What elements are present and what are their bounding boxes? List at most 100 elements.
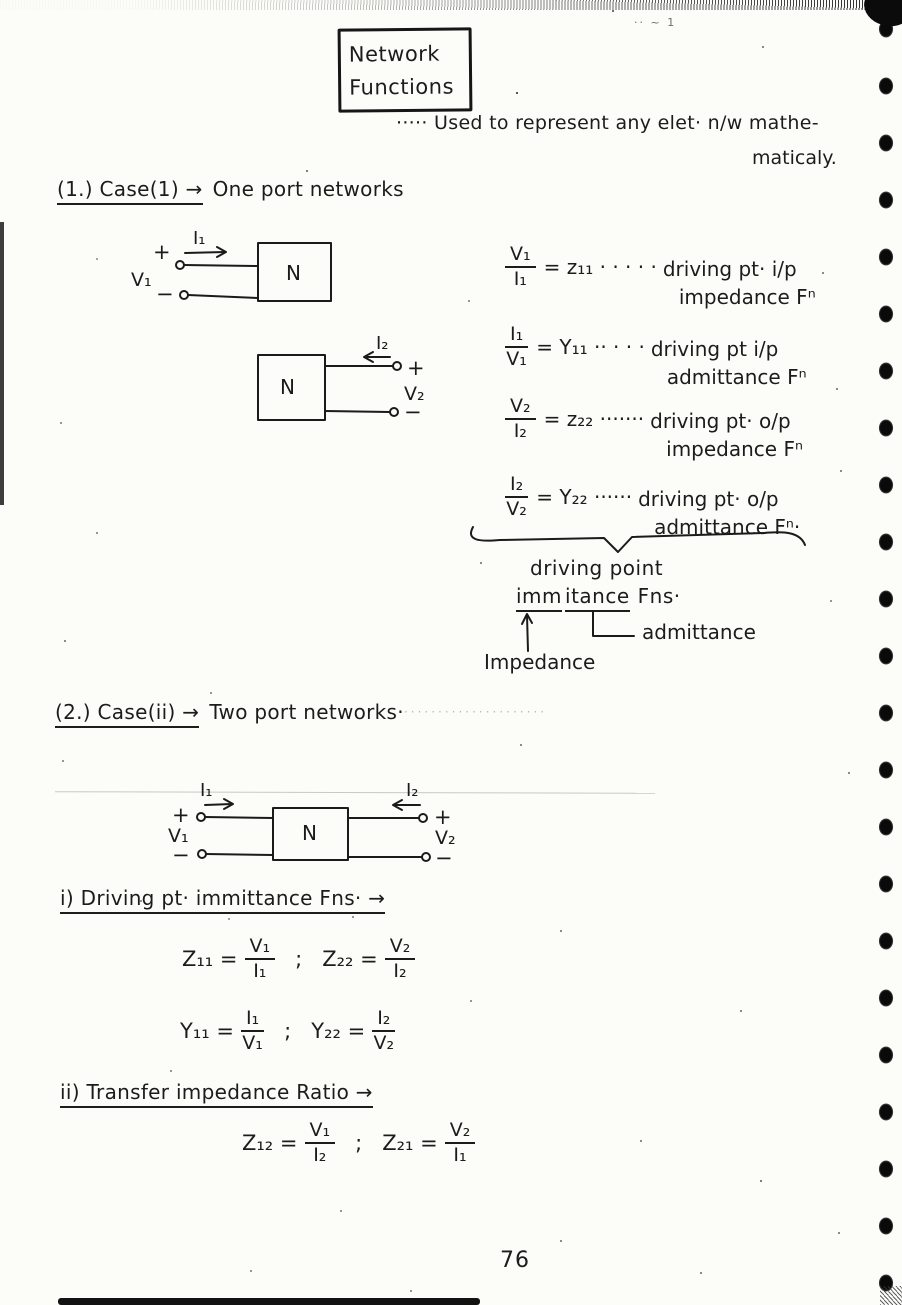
separator: ;: [284, 1019, 292, 1044]
network-box-label: N: [286, 261, 301, 285]
paper-speckles: [0, 0, 2, 2]
equation-rhs: = Y₂₂ ······: [536, 485, 633, 509]
section2-number: (2.) Case(ii) →: [55, 700, 200, 728]
y11-label: Y₁₁ =: [180, 1019, 234, 1044]
plus-sign: +: [407, 356, 425, 380]
equation-rhs: = Y₁₁ ·· · · ·: [536, 335, 645, 359]
terminal-left-top: [196, 812, 206, 822]
current-i2-label: I₂: [406, 780, 419, 801]
note-imm-part: imm: [516, 584, 563, 612]
network-box: [272, 807, 349, 861]
network-box-label: N: [280, 375, 295, 399]
scan-shadow-left-edge: [0, 222, 4, 505]
page-number: 76: [500, 1248, 530, 1273]
minus-sign: −: [156, 282, 174, 306]
current-arrow: [184, 251, 226, 254]
y22-label: Y₂₂ =: [311, 1019, 366, 1044]
network-box: [257, 354, 326, 421]
subheading-immittance: i) Driving pt· immittance Fns· →: [60, 886, 386, 914]
elbow-connector: [592, 611, 635, 637]
plus-sign: +: [153, 240, 171, 264]
voltage-v2-label: V₂: [404, 383, 425, 405]
two-port-diagram: I₁ + V₁ − N I₂ + V₂ −: [168, 780, 456, 870]
title-line-2: Functions: [349, 74, 455, 100]
plus-sign-right: +: [434, 805, 452, 829]
minus-sign-right: −: [435, 846, 453, 870]
up-arrow: [526, 614, 529, 652]
annotation-arrows: [521, 611, 635, 652]
terminal-bottom: [389, 407, 399, 417]
equation-rhs: = z₂₂ ·······: [543, 407, 645, 431]
current-i1-label: I₁: [193, 228, 206, 249]
section1-number: (1.) Case(1) →: [57, 177, 203, 205]
voltage-v2-label: V₂: [435, 827, 456, 849]
intro-text-line1: ····· Used to represent any elet· n/w ma…: [396, 112, 819, 134]
intro-text-line2: maticaly.: [752, 147, 837, 169]
z21-label: Z₂₁ =: [382, 1131, 438, 1156]
terminal-right-top: [418, 813, 428, 823]
network-box-label: N: [302, 821, 317, 845]
scan-noise-top-edge: [0, 0, 902, 10]
one-port-output-diagram: N I₂ + V₂ −: [257, 333, 425, 424]
impedance-label: Impedance: [484, 650, 596, 674]
z12-label: Z₁₂ =: [242, 1131, 298, 1156]
voltage-v1-label: V₁: [168, 825, 189, 847]
admittance-label: admittance: [642, 620, 756, 644]
voltage-v1-label: V₁: [131, 269, 152, 291]
note-itance-part: itance: [565, 584, 630, 612]
terminal-right-bottom: [421, 852, 431, 862]
underbrace: [470, 526, 806, 553]
scan-stray-mark: ·· ~ 1: [634, 16, 677, 29]
title-line-1: Network: [348, 41, 441, 67]
network-box: [257, 242, 332, 302]
section1-title: One port networks: [212, 177, 404, 201]
note-fns-word: Fns·: [637, 584, 681, 608]
subheading-transfer: ii) Transfer impedance Ratio →: [60, 1080, 373, 1108]
minus-sign-left: −: [172, 843, 190, 867]
plus-sign-left: +: [172, 803, 190, 827]
current-i1-label: I₁: [200, 780, 213, 801]
equation-rhs: = z₁₁ · · · · ·: [543, 255, 657, 279]
dotted-leader: ·····················: [403, 705, 548, 719]
section2-heading: (2.) Case(ii) → Two port networks········…: [55, 700, 548, 728]
section1-heading: (1.) Case(1) → One port networks: [57, 177, 404, 205]
z11-label: Z₁₁ =: [182, 947, 238, 972]
current-i1-arrow: [204, 803, 233, 806]
terminal-top: [392, 361, 402, 371]
separator: ;: [295, 947, 303, 972]
one-port-input-diagram: I₁ + V₁ − N: [131, 228, 332, 306]
terminal-bottom: [179, 290, 189, 300]
section2-title: Two port networks·: [209, 700, 404, 724]
title-box: Network Functions: [337, 27, 473, 113]
terminal-top: [175, 260, 185, 270]
note-driving-point: driving point: [530, 556, 664, 580]
z22-label: Z₂₂ =: [322, 947, 378, 972]
spiral-binding-holes: [866, 0, 902, 1305]
separator: ;: [355, 1131, 363, 1156]
minus-sign: −: [404, 400, 422, 424]
terminal-left-bottom: [197, 849, 207, 859]
